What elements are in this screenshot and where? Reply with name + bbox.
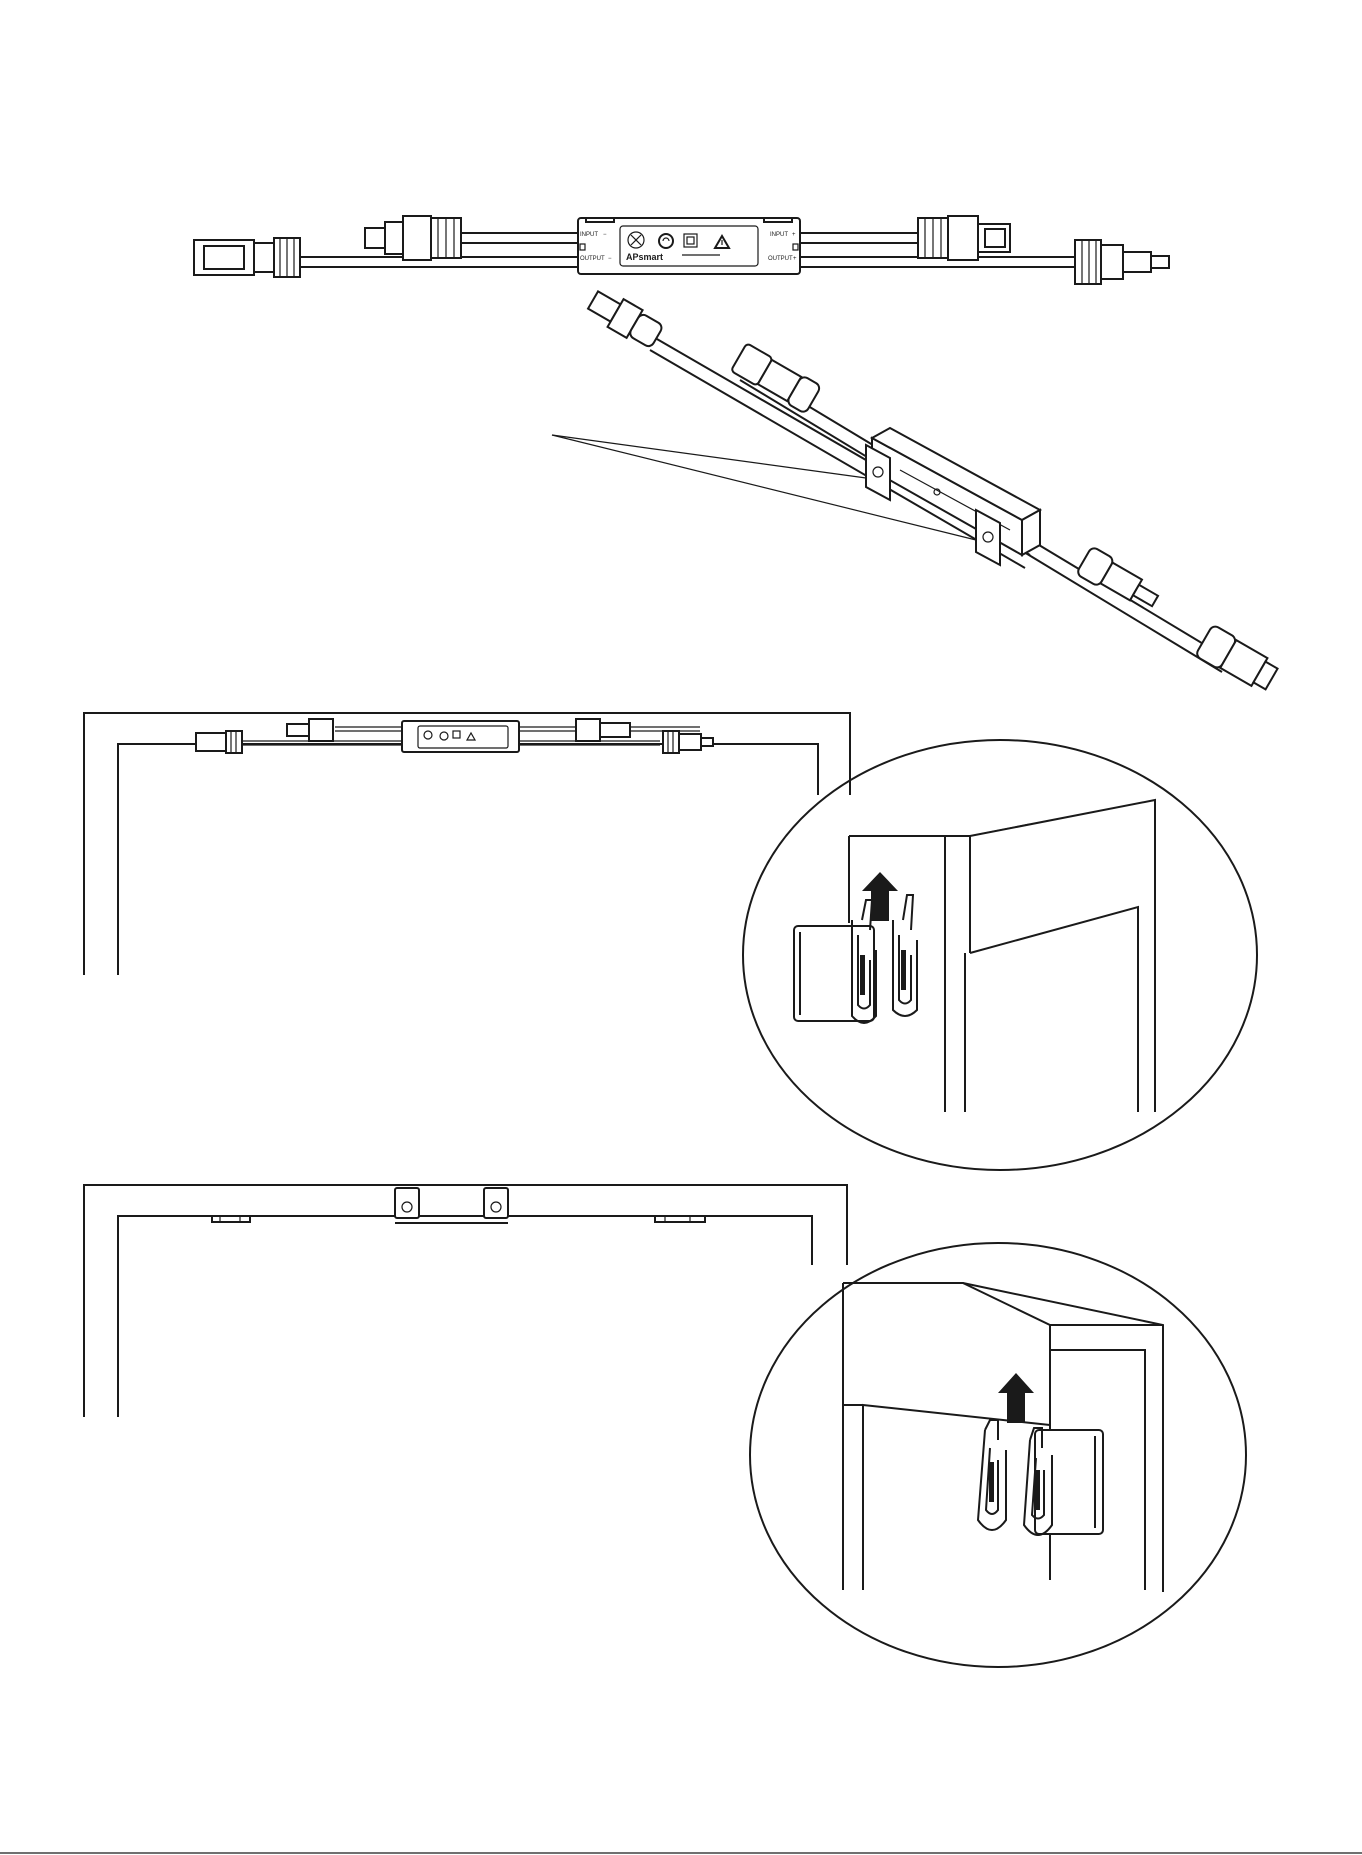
detail1-frame-top bbox=[849, 800, 1155, 1112]
up-arrow-icon-2 bbox=[998, 1373, 1034, 1423]
panel-frame-view-1 bbox=[84, 713, 850, 975]
iso-connector-top bbox=[585, 286, 665, 351]
svg-text:+: + bbox=[793, 256, 797, 262]
mc4-connector-upper-right bbox=[918, 216, 1010, 260]
callout-line-upper bbox=[552, 435, 866, 478]
output-label-right: OUTPUT bbox=[768, 256, 793, 262]
up-arrow-icon bbox=[862, 872, 898, 921]
input-label-left: INPUT bbox=[580, 232, 598, 238]
output-label-left: OUTPUT bbox=[580, 256, 605, 262]
frame2-clip-left bbox=[395, 1188, 508, 1223]
frame1-connector-left bbox=[196, 731, 242, 753]
detail2-device-box bbox=[1035, 1430, 1103, 1534]
detail-view-clip-installation-2 bbox=[750, 1243, 1246, 1667]
detail-view-clip-installation-1 bbox=[743, 740, 1257, 1170]
mc4-connector-far-left bbox=[194, 238, 300, 277]
panel-frame-inner bbox=[118, 744, 818, 975]
frame2-connector-left bbox=[212, 1217, 250, 1222]
svg-text:−: − bbox=[603, 232, 607, 238]
input-label-right: INPUT bbox=[770, 232, 788, 238]
frame2-connector-right bbox=[655, 1217, 705, 1222]
iso-connector-second bbox=[731, 343, 821, 414]
iso-connector-bottom bbox=[1195, 624, 1281, 694]
mc4-connector-upper-left bbox=[365, 216, 461, 260]
panel-frame-view-2 bbox=[84, 1185, 847, 1417]
detail-circle-2 bbox=[750, 1243, 1246, 1667]
rsd-device-body: INPUT − OUTPUT − INPUT + OUTPUT + APsmar… bbox=[578, 218, 800, 274]
panel-frame-inner-2 bbox=[118, 1216, 812, 1417]
brand-label: APsmart bbox=[626, 252, 663, 262]
iso-device-body bbox=[866, 428, 1040, 565]
frame1-device bbox=[402, 721, 519, 752]
panel-frame-outer-2 bbox=[84, 1185, 847, 1417]
mc4-connector-far-right bbox=[1075, 240, 1169, 284]
iso-connector-third bbox=[1076, 546, 1163, 615]
frame1-connector-upper-right bbox=[576, 719, 630, 741]
detail2-frame-top bbox=[843, 1283, 1163, 1592]
frame1-connector-right bbox=[663, 731, 713, 753]
device-front-view: INPUT − OUTPUT − INPUT + OUTPUT + APsmar… bbox=[194, 216, 1169, 284]
svg-text:−: − bbox=[608, 256, 612, 262]
svg-text:+: + bbox=[792, 232, 796, 238]
frame1-connector-upper-left bbox=[287, 719, 333, 741]
device-isometric-view bbox=[552, 286, 1281, 694]
